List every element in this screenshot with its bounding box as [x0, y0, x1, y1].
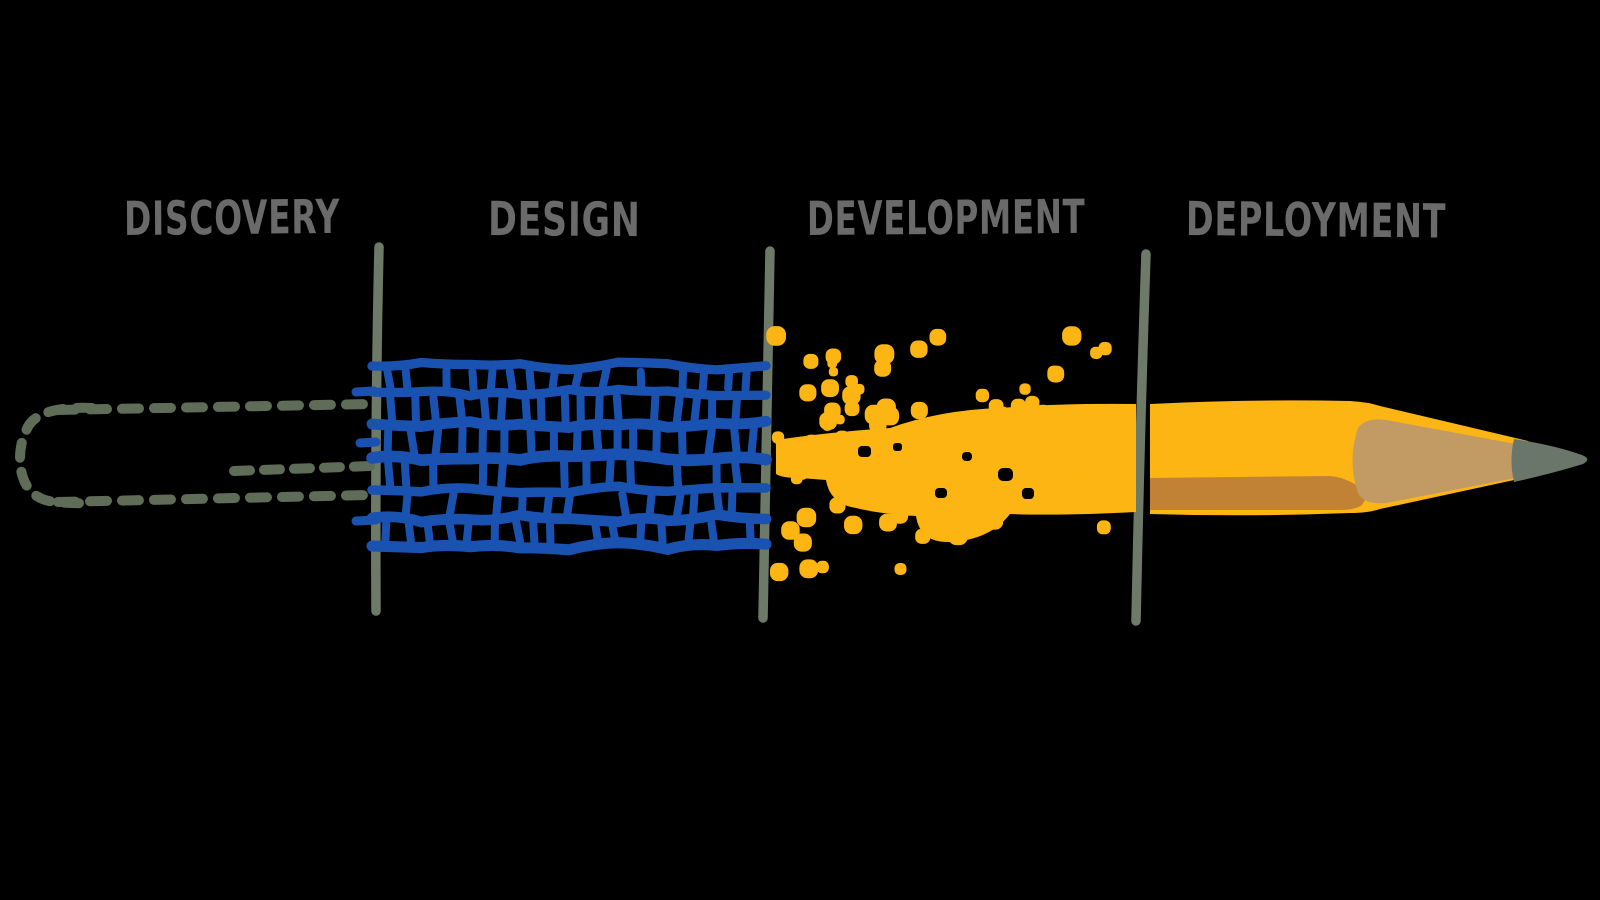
- pixel-gaps: [858, 443, 1034, 499]
- design-wireframe-mesh-icon: [351, 357, 772, 556]
- deployment-finished-pencil-icon: [1150, 400, 1588, 516]
- development-pixel-pencil-icon: [766, 326, 1136, 582]
- pencil-shadow: [1150, 476, 1368, 510]
- pencil-graphite-tip: [1511, 439, 1588, 482]
- pencil-wood-tip: [1352, 419, 1516, 504]
